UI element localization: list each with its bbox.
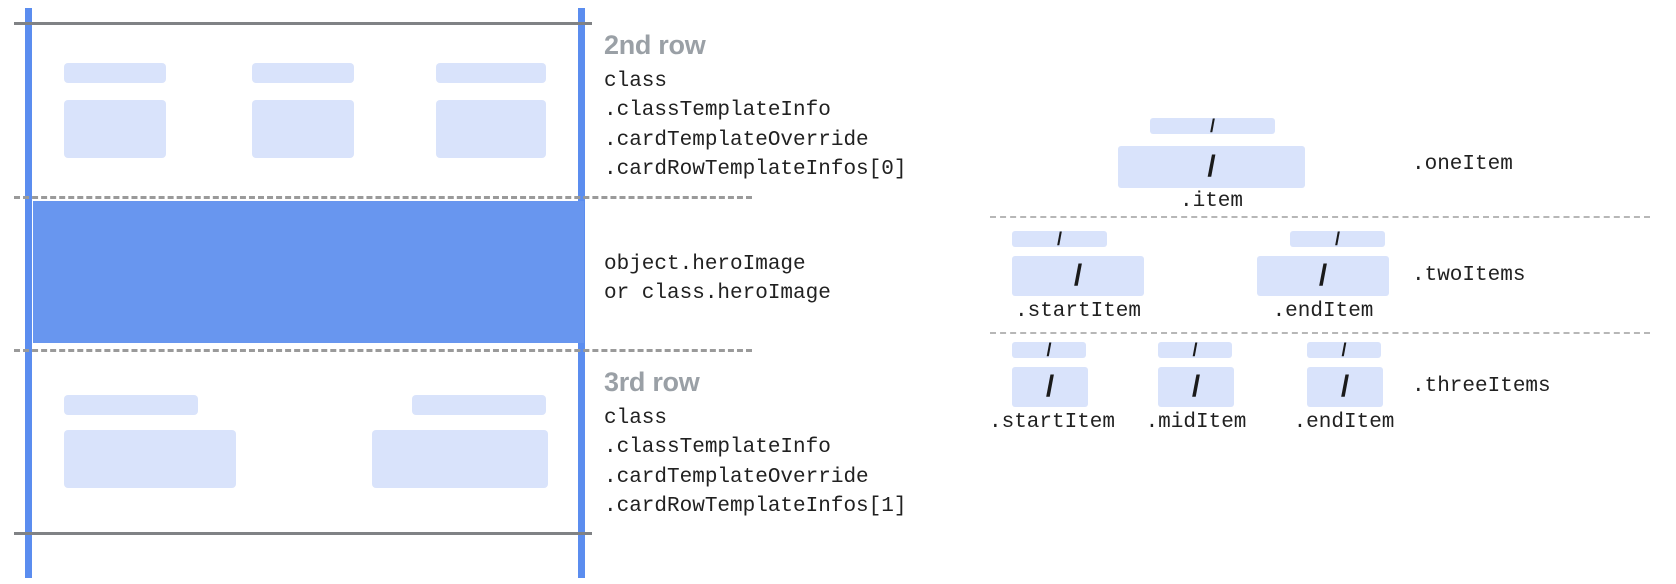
annotation-second-row: 2nd row class .classTemplateInfo .cardTe… (604, 32, 906, 185)
group-label-two-items: .twoItems (1412, 264, 1526, 287)
item-title-bar: / (1290, 231, 1385, 247)
placeholder-block (436, 100, 546, 158)
row-divider-dashed-upper (14, 196, 752, 199)
second-row-title: 2nd row (604, 30, 706, 60)
card-left-edge-rule (25, 8, 32, 578)
slot-label: .midItem (1145, 411, 1247, 434)
slash-icon: / (1334, 231, 1341, 247)
row-divider-dashed-lower (14, 349, 752, 352)
item-title-bar: / (1150, 118, 1275, 134)
row-item-layout-diagram: .oneItem / / .item .twoItems / / .startItem / / .e… (960, 0, 1676, 584)
placeholder-block (252, 100, 354, 158)
annotation-third-row: 3rd row class .classTemplateInfo .cardTe… (604, 369, 906, 522)
third-row-code: class .classTemplateInfo .cardTemplateOv… (604, 407, 907, 519)
slash-icon: / (1207, 150, 1216, 183)
slash-icon: / (1073, 259, 1083, 292)
placeholder-block (372, 430, 548, 488)
item-body-bar: / (1307, 367, 1383, 407)
second-row-code: class .classTemplateInfo .cardTemplateOv… (604, 70, 907, 182)
slash-icon: / (1191, 370, 1201, 403)
card-bottom-border-rule (14, 532, 592, 535)
item-title-bar: / (1012, 231, 1107, 247)
slash-icon: / (1056, 231, 1063, 247)
item-title-bar: / (1307, 342, 1381, 358)
group-label-three-items: .threeItems (1412, 375, 1551, 398)
slash-icon: / (1341, 342, 1347, 358)
group-divider-dashed (990, 216, 1650, 218)
hero-image-band (33, 201, 584, 343)
placeholder-block (64, 430, 236, 488)
item-title-bar: / (1012, 342, 1086, 358)
item-body-bar: / (1012, 367, 1088, 407)
group-divider-dashed (990, 332, 1650, 334)
slot-label: .startItem (988, 411, 1116, 434)
slot-label: .endItem (1272, 300, 1374, 323)
slash-icon: / (1192, 342, 1198, 358)
item-body-bar: / (1012, 256, 1144, 296)
slash-icon: / (1340, 370, 1350, 403)
slot-label: .item (1179, 190, 1243, 213)
placeholder-block (64, 395, 198, 415)
item-body-bar: / (1158, 367, 1234, 407)
hero-row-code: object.heroImage or class.heroImage (604, 253, 831, 306)
placeholder-block (64, 100, 166, 158)
placeholder-block (252, 63, 354, 83)
card-row-template-diagram (0, 0, 752, 584)
item-body-bar: / (1257, 256, 1389, 296)
card-top-border-rule (14, 22, 592, 25)
slot-label: .endItem (1293, 411, 1395, 434)
annotation-hero-row: object.heroImage or class.heroImage (604, 250, 831, 309)
item-body-bar: / (1118, 146, 1305, 188)
placeholder-block (64, 63, 166, 83)
placeholder-block (436, 63, 546, 83)
slash-icon: / (1209, 118, 1216, 134)
slash-icon: / (1045, 370, 1055, 403)
slot-label: .startItem (1014, 300, 1142, 323)
slash-icon: / (1318, 259, 1328, 292)
group-label-one-item: .oneItem (1412, 153, 1513, 176)
item-title-bar: / (1158, 342, 1232, 358)
placeholder-block (412, 395, 546, 415)
slash-icon: / (1046, 342, 1052, 358)
third-row-title: 3rd row (604, 367, 700, 397)
